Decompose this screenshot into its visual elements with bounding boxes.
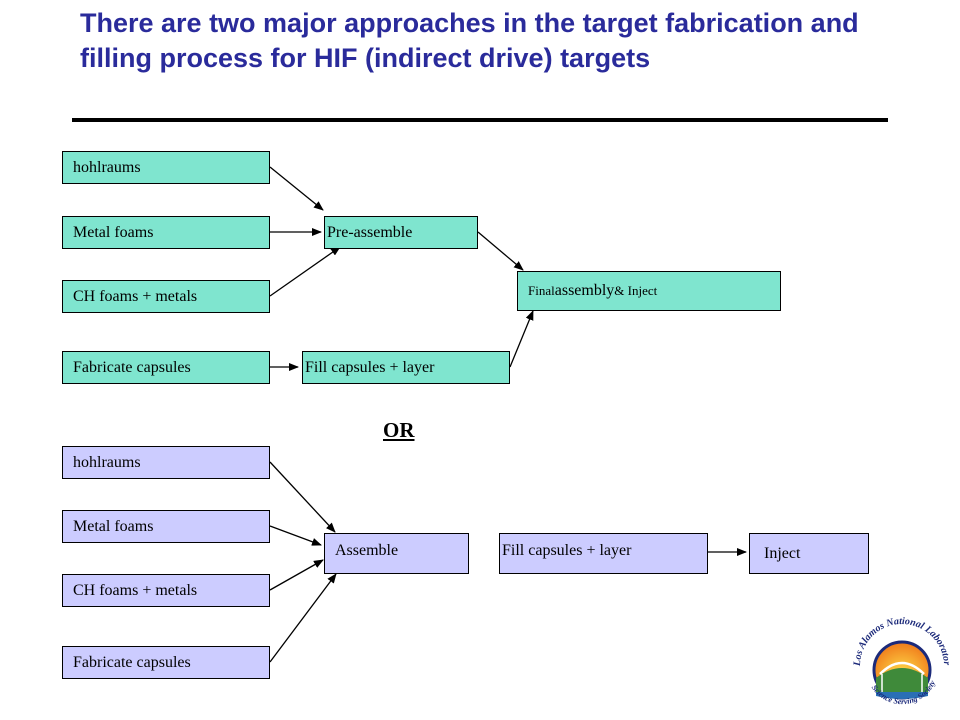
a1-metal-foams-box: Metal foams — [62, 216, 270, 249]
a2-inject-box: Inject — [749, 533, 869, 574]
final-label-part2: assembly — [554, 282, 615, 299]
a2-hohlraums-box: hohlraums — [62, 446, 270, 479]
final-label-part1: Final — [528, 283, 555, 298]
a2-fabricate-capsules-box: Fabricate capsules — [62, 646, 270, 679]
a1-fill-capsules-box: Fill capsules + layer — [302, 351, 510, 384]
title-divider — [72, 118, 888, 122]
arrow2-hohlraums-to-assemble — [269, 461, 336, 533]
a1-ch-foams-box: CH foams + metals — [62, 280, 270, 313]
arrow2-metalfoams-to-assemble — [269, 525, 322, 546]
arrow-chfoams-to-preassemble — [269, 246, 341, 297]
a2-metal-foams-box: Metal foams — [62, 510, 270, 543]
a2-assemble-box: Assemble — [324, 533, 469, 574]
arrow2-chfoams-to-assemble — [269, 559, 324, 591]
a1-final-assembly-inject-box: Final assembly & Inject — [517, 271, 781, 311]
a1-hohlraums-box: hohlraums — [62, 151, 270, 184]
arrow-preassemble-to-final — [477, 231, 524, 271]
a1-pre-assemble-box: Pre-assemble — [324, 216, 478, 249]
arrow-fill-to-final — [509, 310, 534, 368]
a2-ch-foams-box: CH foams + metals — [62, 574, 270, 607]
final-label-part3: & Inject — [614, 283, 658, 298]
a1-fabricate-capsules-box: Fabricate capsules — [62, 351, 270, 384]
arrow2-capsules-to-assemble — [269, 573, 337, 663]
or-separator: OR — [383, 418, 415, 442]
arrow-hohlraums-to-preassemble — [269, 166, 324, 211]
los-alamos-logo: Los Alamos National Laboratory Science S… — [846, 608, 952, 706]
a2-fill-capsules-box: Fill capsules + layer — [499, 533, 708, 574]
page-title: There are two major approaches in the ta… — [80, 8, 859, 73]
